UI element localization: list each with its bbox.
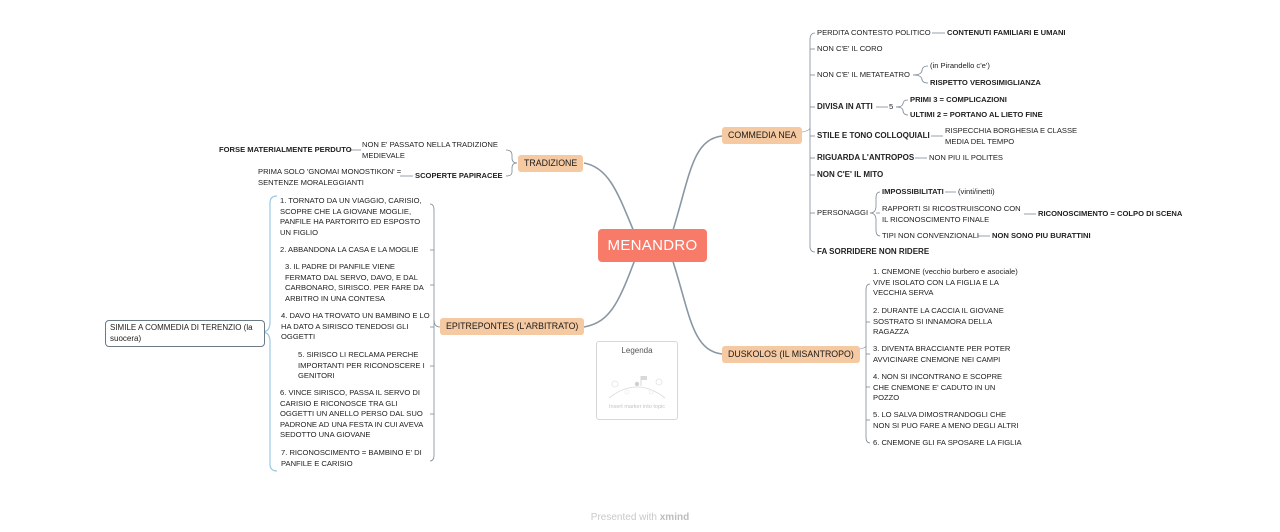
topic-scoperte-papiracee[interactable]: SCOPERTE PAPIRACEE xyxy=(415,171,503,180)
topic-cinque[interactable]: 5 xyxy=(889,102,894,111)
topic-stile-tono[interactable]: STILE E TONO COLLOQUIALI xyxy=(817,131,930,140)
topic-divisa-atti[interactable]: DIVISA IN ATTI xyxy=(817,102,873,111)
topic-perdita-contesto[interactable]: PERDITA CONTESTO POLITICO xyxy=(817,28,931,37)
legend-title: Legenda xyxy=(621,346,653,355)
topic-non-coro[interactable]: NON C'E' IL CORO xyxy=(817,44,883,53)
topic-riguarda-antropos[interactable]: RIGUARDA L'ANTROPOS xyxy=(817,153,915,162)
branch-epitrepontes xyxy=(583,245,641,328)
epitrepontes-item-4[interactable]: 4. DAVO HA TROVATO UN BAMBINO E LO HA DA… xyxy=(281,311,430,341)
duskolos-item-4[interactable]: 4. NON SI INCONTRANO E SCOPRE CHE CNEMON… xyxy=(873,372,1003,402)
topic-non-metateatro[interactable]: NON C'E' IL METATEATRO xyxy=(817,70,910,79)
topic-rispecchia-borghesia[interactable]: RISPECCHIA BORGHESIA E CLASSE MEDIA DEL … xyxy=(945,126,1078,146)
branch-duskolos xyxy=(667,245,723,355)
epitrepontes-item-3[interactable]: 3. IL PADRE DI PANFILE VIENE FERMATO DAL… xyxy=(285,262,424,303)
central-topic[interactable]: MENANDRO xyxy=(598,229,707,262)
main-topic-epitrepontes[interactable]: EPITREPONTES (L'ARBITRATO) xyxy=(440,318,585,335)
topic-primi-tre[interactable]: PRIMI 3 = COMPLICAZIONI xyxy=(910,95,1007,104)
topic-contenuti-familiari[interactable]: CONTENUTI FAMILIARI E UMANI xyxy=(947,28,1066,37)
topic-non-passato[interactable]: NON E' PASSATO NELLA TRADIZIONE MEDIEVAL… xyxy=(362,140,498,160)
topic-fa-sorridere[interactable]: FA SORRIDERE NON RIDERE xyxy=(817,247,930,256)
topic-non-mito[interactable]: NON C'E' IL MITO xyxy=(817,170,884,179)
topic-non-burattini[interactable]: NON SONO PIU BURATTINI xyxy=(992,231,1091,240)
duskolos-item-2[interactable]: 2. DURANTE LA CACCIA IL GIOVANE SOSTRATO… xyxy=(873,306,1004,336)
epitrepontes-item-5[interactable]: 5. SIRISCO LI RECLAMA PERCHE IMPORTANTI … xyxy=(298,350,425,380)
topic-rispetto-verosimiglianza[interactable]: RISPETTO VEROSIMIGLIANZA xyxy=(930,78,1041,87)
duskolos-item-3[interactable]: 3. DIVENTA BRACCIANTE PER POTER AVVICINA… xyxy=(873,344,1011,364)
duskolos-item-6[interactable]: 6. CNEMONE GLI FA SPOSARE LA FIGLIA xyxy=(873,438,1022,447)
footer-brand: xmind xyxy=(659,512,690,523)
topic-prima-solo[interactable]: PRIMA SOLO 'GNOMAI MONOSTIKON' = SENTENZ… xyxy=(258,167,402,187)
duskolos-item-1[interactable]: 1. CNEMONE (vecchio burbero e asociale) … xyxy=(873,267,1018,297)
main-topic-tradizione[interactable]: TRADIZIONE xyxy=(518,155,584,172)
legend-hint: Insert marker into topic xyxy=(609,404,665,410)
branch-commedia-nea xyxy=(667,135,723,247)
topic-non-polites[interactable]: NON PIU IL POLITES xyxy=(929,153,1003,162)
footer-presented: Presented with xyxy=(590,512,657,523)
topic-forse-perduto[interactable]: FORSE MATERIALMENTE PERDUTO xyxy=(219,145,352,154)
main-topic-commedia-nea[interactable]: COMMEDIA NEA xyxy=(722,127,803,144)
main-branches xyxy=(583,135,723,355)
main-topic-duskolos[interactable]: DUSKOLOS (IL MISANTROPO) xyxy=(722,346,860,363)
topic-rapporti-ricostruiscono[interactable]: RAPPORTI SI RICOSTRUISCONO CON IL RICONO… xyxy=(882,204,1021,224)
duskolos-item-5[interactable]: 5. LO SALVA DIMOSTRANDOGLI CHE NON SI PU… xyxy=(873,410,1019,430)
legend-panel[interactable]: Legenda Insert marker into topic xyxy=(596,341,678,420)
summary-topic-terenzio[interactable]: SIMILE A COMMEDIA DI TERENZIO (la suocer… xyxy=(105,320,265,347)
epitrepontes-item-7[interactable]: 7. RICONOSCIMENTO = BAMBINO E' DI PANFIL… xyxy=(281,448,422,468)
sub-branches xyxy=(349,32,1036,462)
topic-personaggi[interactable]: PERSONAGGI xyxy=(817,208,869,217)
topic-pirandello[interactable]: (in Pirandello c'e') xyxy=(930,61,990,70)
topic-riconoscimento-colpo-scena[interactable]: RICONOSCIMENTO = COLPO DI SCENA xyxy=(1038,209,1183,218)
topic-vinti-inetti[interactable]: (vinti/inetti) xyxy=(958,187,995,196)
epitrepontes-item-6[interactable]: 6. VINCE SIRISCO, PASSA IL SERVO DI CARI… xyxy=(280,388,423,439)
epitrepontes-item-1[interactable]: 1. TORNATO DA UN VIAGGIO, CARISIO, SCOPR… xyxy=(280,196,422,237)
topic-tipi-non-convenzionali[interactable]: TIPI NON CONVENZIONALI xyxy=(882,231,980,240)
legend-illustration-icon xyxy=(608,376,666,399)
epitrepontes-item-2[interactable]: 2. ABBANDONA LA CASA E LA MOGLIE xyxy=(280,245,419,254)
topic-impossibilitati[interactable]: IMPOSSIBILITATI xyxy=(882,187,944,196)
topic-ultimi-due[interactable]: ULTIMI 2 = PORTANO AL LIETO FINE xyxy=(910,110,1043,119)
footer-watermark: Presented with xmind xyxy=(0,512,1280,523)
